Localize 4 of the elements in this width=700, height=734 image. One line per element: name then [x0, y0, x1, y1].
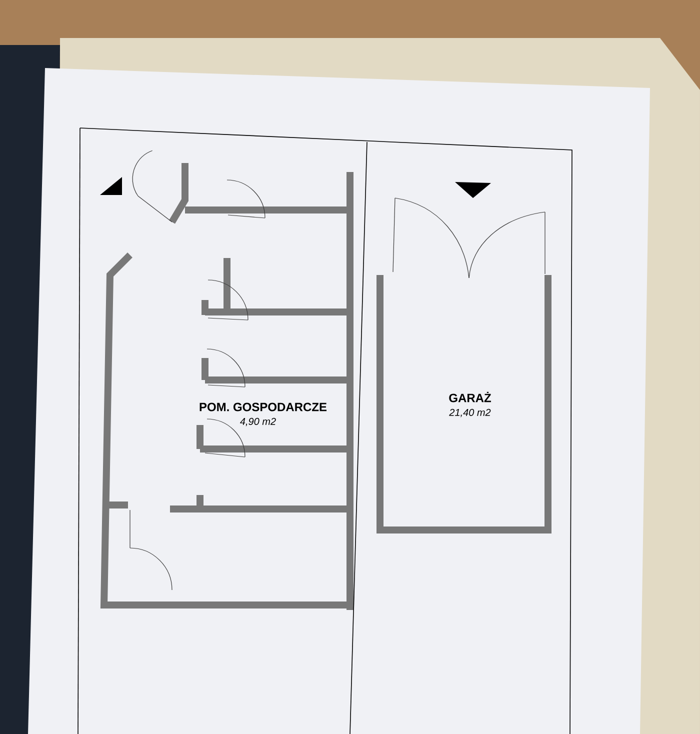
room-area: 21,40 m2: [449, 408, 491, 418]
room-name: POM. GOSPODARCZE: [200, 402, 327, 412]
room-area: 4,90 m2: [240, 418, 276, 426]
room-name: GARAŻ: [449, 392, 491, 402]
